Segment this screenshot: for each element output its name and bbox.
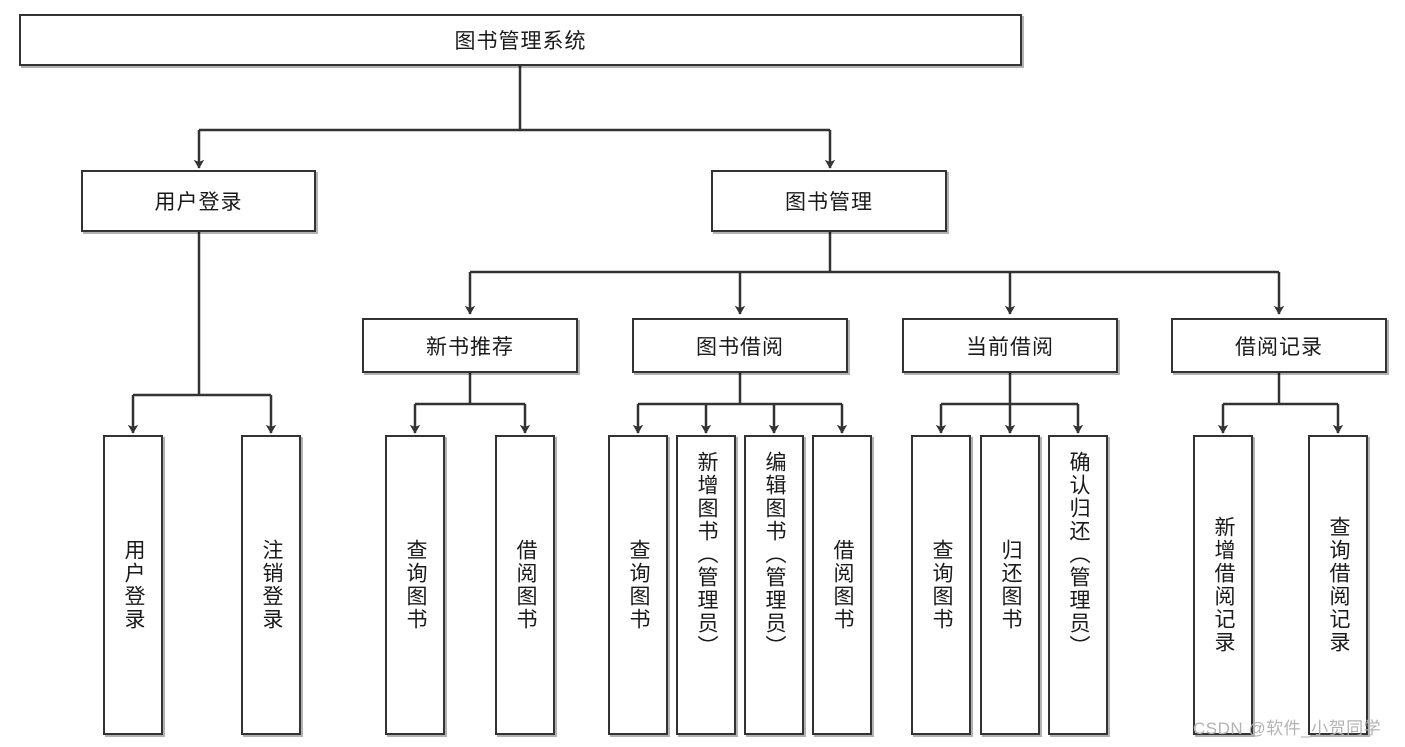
node-current-borrow-label: 当前借阅 [966, 335, 1054, 359]
node-leaf-edit-book[interactable]: 编辑图书（管理员） [744, 435, 804, 735]
node-leaf-user-login[interactable]: 用户登录 [103, 435, 163, 735]
node-leaf-query-book-borrow-label: 查询图书 [627, 539, 651, 631]
node-root[interactable]: 图书管理系统 [19, 14, 1022, 66]
node-book-manage[interactable]: 图书管理 [711, 170, 947, 232]
node-leaf-query-record-label: 查询借阅记录 [1327, 516, 1351, 654]
node-borrow-record[interactable]: 借阅记录 [1171, 318, 1387, 373]
node-new-book-rec[interactable]: 新书推荐 [362, 318, 578, 373]
node-new-book-rec-label: 新书推荐 [426, 335, 514, 359]
node-leaf-add-record-label: 新增借阅记录 [1212, 516, 1236, 654]
node-user-login[interactable]: 用户登录 [81, 170, 316, 232]
node-leaf-add-book-label: 新增图书（管理员） [695, 451, 719, 658]
node-leaf-return-book[interactable]: 归还图书 [980, 435, 1040, 735]
node-leaf-return-book-label: 归还图书 [999, 539, 1023, 631]
node-leaf-query-book-current[interactable]: 查询图书 [911, 435, 971, 735]
node-borrow-record-label: 借阅记录 [1235, 335, 1323, 359]
node-current-borrow[interactable]: 当前借阅 [902, 318, 1118, 373]
csdn-watermark: CSDN @软件_小贺同学 [1193, 719, 1382, 738]
node-leaf-add-book[interactable]: 新增图书（管理员） [676, 435, 736, 735]
node-leaf-borrow-book[interactable]: 借阅图书 [812, 435, 872, 735]
node-leaf-confirm-return[interactable]: 确认归还（管理员） [1048, 435, 1108, 735]
node-book-borrow[interactable]: 图书借阅 [632, 318, 848, 373]
node-leaf-edit-book-label: 编辑图书（管理员） [763, 451, 787, 658]
node-leaf-query-record[interactable]: 查询借阅记录 [1308, 435, 1368, 735]
node-user-login-label: 用户登录 [154, 191, 243, 214]
node-leaf-query-book-rec-label: 查询图书 [404, 539, 428, 631]
node-root-label: 图书管理系统 [454, 30, 587, 53]
node-leaf-user-login-label: 用户登录 [122, 539, 146, 631]
node-leaf-borrow-book-rec-label: 借阅图书 [514, 539, 538, 631]
node-leaf-query-book-current-label: 查询图书 [930, 539, 954, 631]
node-book-borrow-label: 图书借阅 [696, 335, 784, 359]
node-leaf-query-book-borrow[interactable]: 查询图书 [608, 435, 668, 735]
node-leaf-borrow-book-label: 借阅图书 [831, 539, 855, 631]
node-leaf-query-book-rec[interactable]: 查询图书 [385, 435, 445, 735]
node-book-manage-label: 图书管理 [785, 191, 873, 214]
node-leaf-logout-login[interactable]: 注销登录 [241, 435, 301, 735]
node-leaf-add-record[interactable]: 新增借阅记录 [1193, 435, 1253, 735]
node-leaf-confirm-return-label: 确认归还（管理员） [1067, 451, 1091, 658]
node-leaf-borrow-book-rec[interactable]: 借阅图书 [495, 435, 555, 735]
node-leaf-logout-login-label: 注销登录 [260, 539, 284, 631]
